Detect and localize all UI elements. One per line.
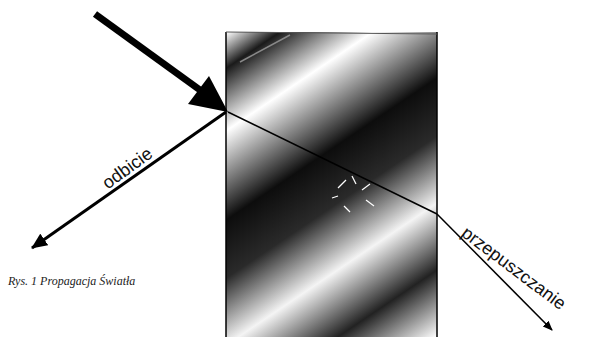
refracted-beam <box>228 112 437 214</box>
material-slab <box>226 32 437 337</box>
figure-caption: Rys. 1 Propagacja Światła <box>8 274 135 289</box>
beam-label: przepuszczanie <box>458 222 571 314</box>
incident-arrowhead <box>188 76 228 112</box>
scattering-marks <box>332 176 374 212</box>
incident-beam <box>95 14 200 90</box>
reflected-beam <box>32 112 226 248</box>
